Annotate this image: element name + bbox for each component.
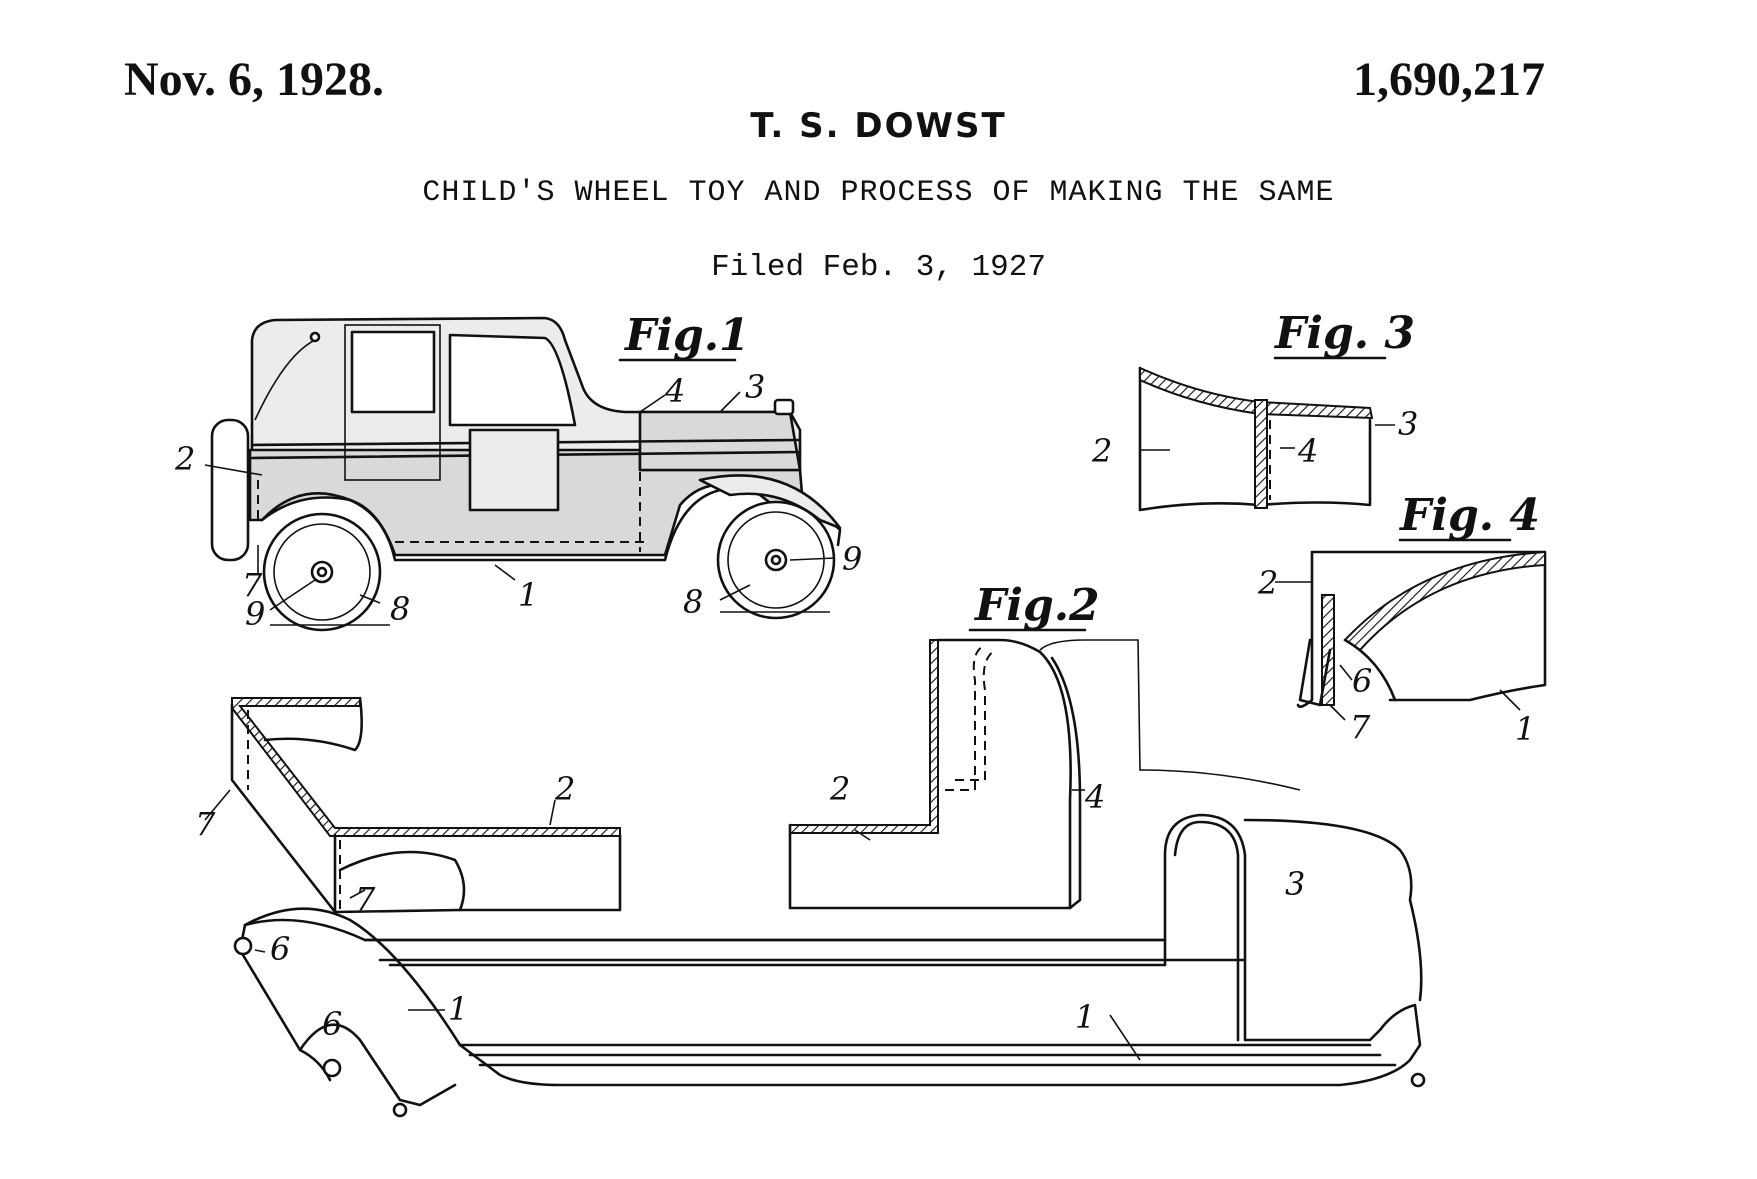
fig2-ref-2a: 2 <box>554 770 575 808</box>
fig1-front-wheel <box>716 500 836 620</box>
fig2-ref-7b: 7 <box>355 880 376 918</box>
fig2-ref-7a: 7 <box>195 805 216 843</box>
fig3-ref-4: 4 <box>1297 432 1318 470</box>
fig2-rear-body-part <box>204 696 622 914</box>
fig4-ref-6: 6 <box>1352 662 1372 700</box>
fig2-ref-6a: 6 <box>270 930 290 968</box>
fig1-door <box>344 324 441 481</box>
patent-title: CHILD'S WHEEL TOY AND PROCESS OF MAKING … <box>422 176 1335 210</box>
figure-1-car-side-view: Fig.1 2 4 3 1 7 9 8 8 9 <box>174 310 862 633</box>
figure-3-joint-detail: Fig. 3 2 4 3 <box>1091 308 1418 512</box>
fig3-caption: Fig. 3 <box>1273 308 1415 359</box>
fig1-ref-8b: 8 <box>683 583 703 621</box>
fig1-ref-3: 3 <box>745 368 765 406</box>
fig1-ref-2: 2 <box>174 440 195 478</box>
fig1-caption: Fig.1 <box>623 310 750 361</box>
figure-4-fender-detail: Fig. 4 2 6 7 1 <box>1257 490 1547 748</box>
figure-2-exploded-parts: Fig.2 <box>195 580 1426 1118</box>
fig2-ref-4: 4 <box>1084 778 1105 816</box>
fig1-ref-9b: 9 <box>842 540 862 578</box>
fig4-caption: Fig. 4 <box>1398 490 1540 541</box>
fig2-ref-6b: 6 <box>322 1005 342 1043</box>
fig2-caption: Fig.2 <box>973 580 1100 631</box>
filing-date: Filed Feb. 3, 1927 <box>711 250 1046 285</box>
fig2-ref-1a: 1 <box>448 990 468 1028</box>
fig1-rear-window <box>350 330 436 414</box>
fig3-ref-2: 2 <box>1091 432 1112 470</box>
fig2-ref-1b: 1 <box>1075 998 1095 1036</box>
fig1-ref-7: 7 <box>242 566 263 604</box>
fig2-cab-part <box>788 638 1301 910</box>
fig2-ref-3: 3 <box>1285 865 1305 903</box>
fig2-ref-2b: 2 <box>829 770 850 808</box>
inventor-name: T. S. DOWST <box>750 106 1007 146</box>
fig1-spare-tire <box>210 418 250 562</box>
fig1-ref-8a: 8 <box>390 590 410 628</box>
fig3-ref-3: 3 <box>1398 405 1418 443</box>
fig1-ref-4: 4 <box>664 372 685 410</box>
fig4-ref-7: 7 <box>1350 708 1371 746</box>
patent-date: Nov. 6, 1928. <box>124 53 385 106</box>
fig1-front-window <box>448 333 577 427</box>
fig4-ref-1: 1 <box>1515 710 1535 748</box>
fig1-rear-wheel <box>262 512 382 632</box>
fig1-front-fender <box>698 474 842 530</box>
fig1-ref-1: 1 <box>518 576 538 614</box>
fig1-ref-9a: 9 <box>245 595 265 633</box>
fig4-ref-2: 2 <box>1257 564 1278 602</box>
fig2-chassis-part <box>233 813 1426 1118</box>
patent-number: 1,690,217 <box>1353 53 1545 106</box>
